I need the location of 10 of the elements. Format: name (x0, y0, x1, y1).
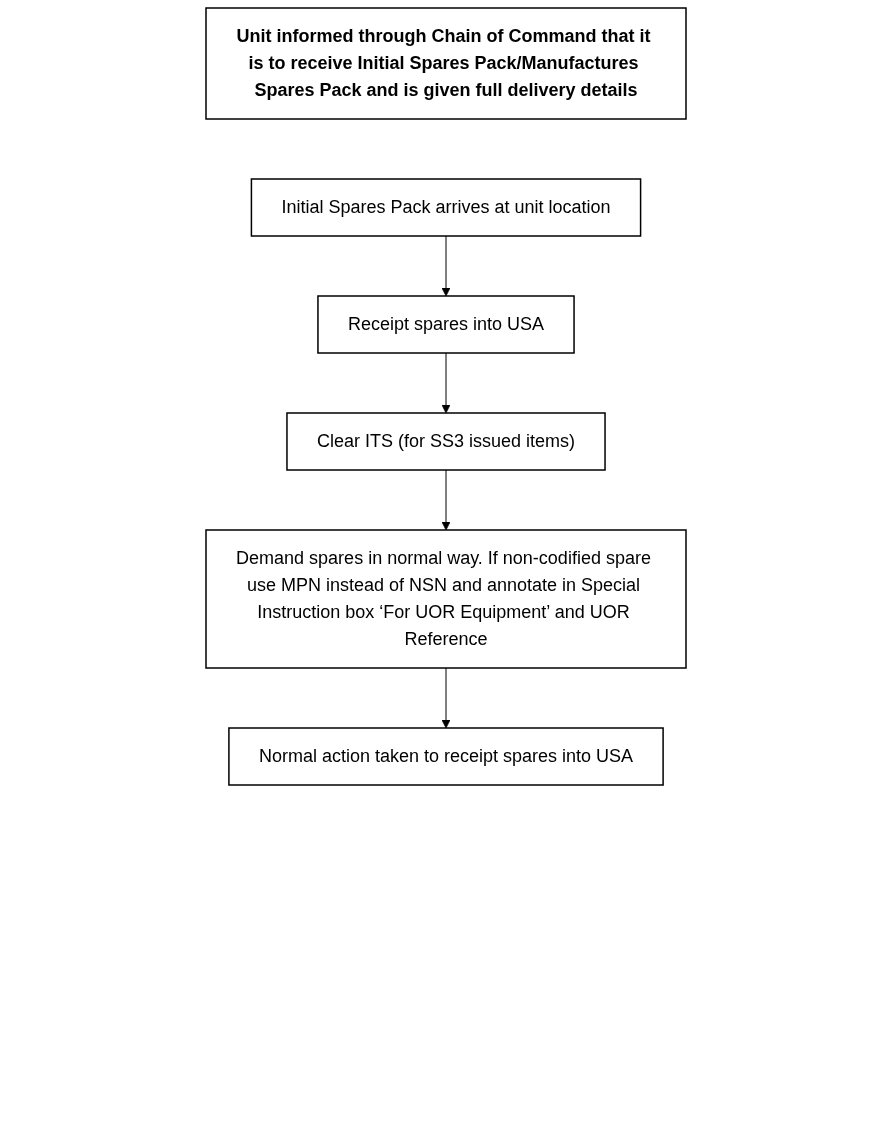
arrow (441, 352, 451, 414)
node-box: Clear ITS (for SS3 issued items) (286, 412, 606, 471)
node-box: Normal action taken to receipt spares into USA (228, 727, 664, 786)
node-box: Unit informed through Chain of Command that it is to receive Initial Spares Pack/Manufactures Spares Pack and is given full delivery details (205, 7, 687, 120)
node-box: Demand spares in normal way. If non-codified spare use MPN instead of NSN and annotate in Special Instruction box ‘For UOR Equipment’ and UOR Reference (205, 529, 687, 669)
arrow (441, 469, 451, 531)
node-box: Initial Spares Pack arrives at unit location (250, 178, 642, 237)
node-box: Receipt spares into USA (317, 295, 575, 354)
arrow (441, 235, 451, 297)
arrow (441, 667, 451, 729)
